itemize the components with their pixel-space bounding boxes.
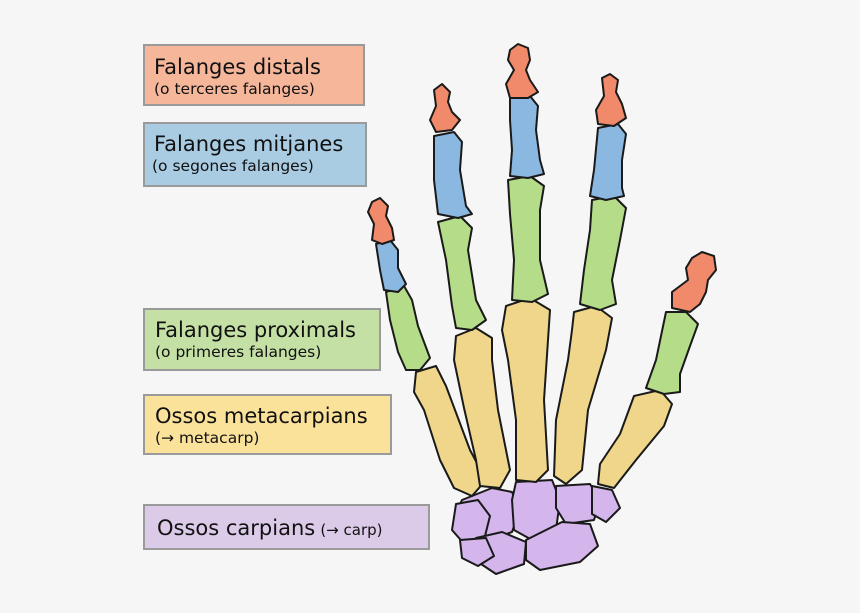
distal-phalanges-subtitle: (o terceres falanges) [154,80,315,98]
metacarpal-bones-subtitle: (→ metacarp) [155,429,260,447]
middle-phalanges-label: Falanges mitjanes (o segones falanges) [143,122,367,187]
proximal-phalanges-title: Falanges proximals [155,318,356,342]
distal-phalanges-label: Falanges distals (o terceres falanges) [143,44,365,106]
carpal-bones-title: Ossos carpians [157,516,316,540]
middle-phalanges-title: Falanges mitjanes [154,132,344,156]
proximal-phalanges-subtitle: (o primeres falanges) [155,343,322,361]
distal-phalanges-title: Falanges distals [154,55,321,79]
proximal-phalanges [385,175,699,395]
carpal-bones-label: Ossos carpians (→ carp) [143,504,430,550]
middle-phalanges [375,95,627,293]
metacarpal-bones-title: Ossos metacarpians [155,404,368,428]
proximal-phalanges-label: Falanges proximals (o primeres falanges) [143,308,381,371]
metacarpal-bones [413,297,673,497]
distal-phalanges [367,43,717,313]
middle-phalanges-subtitle: (o segones falanges) [152,157,314,175]
metacarpal-bones-label: Ossos metacarpians (→ metacarp) [143,394,392,455]
carpal-bones [451,479,621,575]
carpal-bones-subtitle: (→ carp) [320,521,383,539]
